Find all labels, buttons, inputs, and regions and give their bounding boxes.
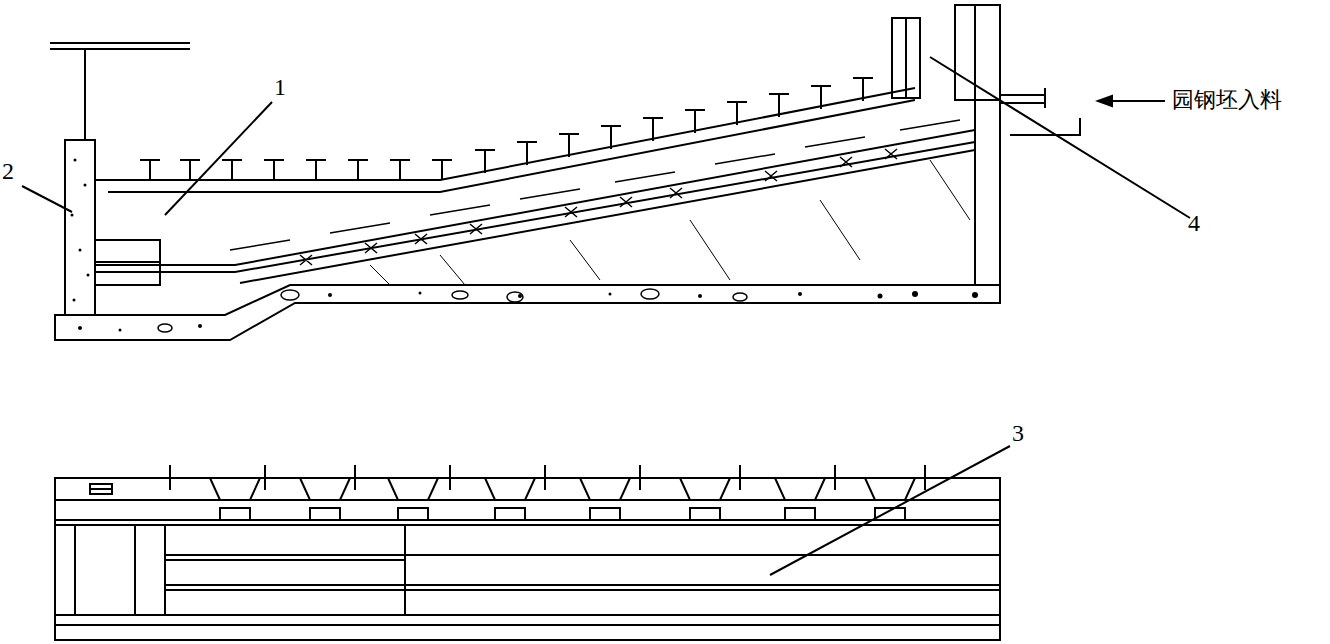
plan-lines	[55, 500, 1000, 625]
leader-line	[930, 57, 1190, 218]
glass-hatch	[370, 160, 970, 285]
plan-lines	[75, 525, 1000, 615]
callout-number: 4	[1188, 210, 1200, 236]
callout-number: 2	[2, 158, 14, 184]
wall-dots	[71, 159, 90, 302]
callout-number: 3	[1012, 420, 1024, 446]
feed-arrow	[1108, 100, 1165, 102]
frame-line	[50, 48, 190, 50]
plan-burners	[90, 465, 925, 520]
roof-anchors	[140, 78, 873, 180]
frame-line	[84, 49, 86, 140]
pipe	[892, 18, 920, 98]
feed-arrowhead	[1098, 96, 1112, 106]
right-wall	[974, 5, 976, 285]
frame-line	[50, 42, 190, 44]
leader-line	[770, 446, 1010, 575]
plan-view	[55, 478, 1000, 640]
hearth-line	[95, 142, 975, 272]
roof-line	[95, 88, 915, 180]
end-block	[95, 240, 160, 285]
callout-number: 1	[274, 74, 286, 100]
inlet-chute	[1010, 118, 1080, 135]
hearth-base	[240, 150, 975, 283]
foundation	[55, 285, 1000, 340]
concrete-stones	[158, 289, 747, 332]
leader-line	[22, 186, 72, 212]
end-wall	[65, 140, 95, 315]
hearth-supports	[230, 120, 960, 265]
pipe	[905, 18, 907, 98]
end-block	[95, 261, 160, 263]
right-wall	[999, 100, 1001, 285]
feed-label: 园钢坯入料	[1172, 88, 1282, 112]
concrete-dots	[78, 291, 978, 332]
leader-line	[165, 102, 272, 215]
